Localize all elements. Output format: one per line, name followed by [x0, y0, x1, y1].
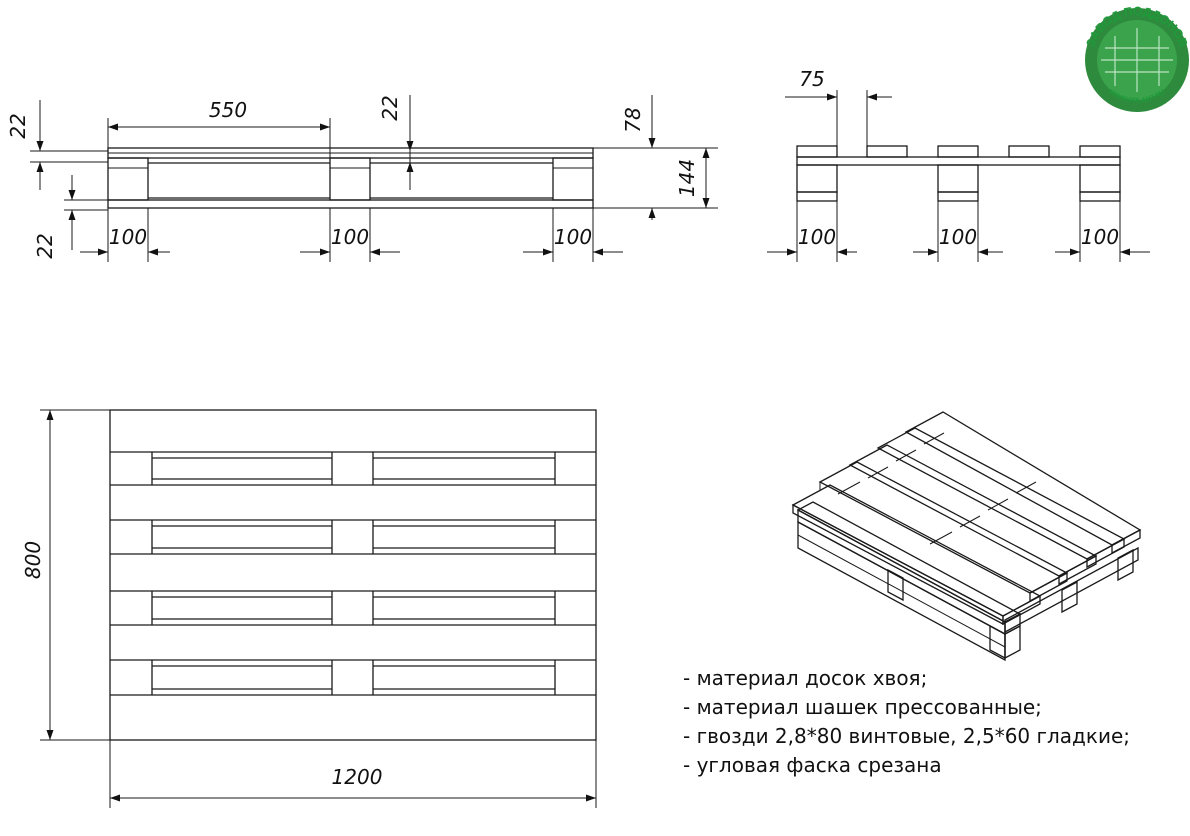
- side-view: 22 22 550 22 78 144 100 100 100: [6, 95, 718, 262]
- dim-block-height: 78: [621, 107, 645, 132]
- dim-end-block-mid: 100: [939, 225, 977, 249]
- dim-end-block-left: 100: [798, 225, 836, 249]
- top-view: 800 1200: [21, 409, 597, 808]
- side-block-left: [107, 157, 149, 201]
- dim-top-board: 22: [6, 113, 30, 138]
- iso-deck-boards: [791, 411, 1142, 626]
- dim-end-block-right: 100: [1081, 225, 1119, 249]
- stringer-row-4: [151, 660, 556, 695]
- dim-total-height: 144: [675, 159, 699, 197]
- end-block-mid: [937, 164, 979, 193]
- note-chamfer: - угловая фаска срезана: [683, 753, 942, 777]
- isometric-view: [791, 411, 1142, 662]
- side-block-right: [552, 157, 594, 201]
- dim-top-gap: 75: [799, 67, 824, 91]
- end-view: 75 100 100 100: [767, 67, 1150, 262]
- stringer-row-3: [151, 591, 556, 625]
- dim-block-width-left: 100: [109, 225, 147, 249]
- note-block-material: - материал шашек прессованные;: [683, 695, 1042, 719]
- side-block-mid: [329, 157, 371, 201]
- dim-block-width-mid: 100: [331, 225, 369, 249]
- stringer-row-2: [151, 520, 556, 554]
- end-block-right: [1079, 164, 1121, 193]
- logo: ЗАВОД ПОДДОНОВ WWW.PPLANT.RU: [1083, 4, 1190, 112]
- dim-width: 800: [21, 541, 45, 579]
- dim-length: 1200: [332, 765, 383, 789]
- dim-bottom-board: 22: [33, 233, 57, 258]
- note-nails: - гвозди 2,8*80 винтовые, 2,5*60 гладкие…: [683, 724, 1130, 748]
- dim-block-spacing: 550: [209, 98, 247, 122]
- dim-block-width-right: 100: [554, 225, 592, 249]
- spec-notes: - материал досок хвоя; - материал шашек …: [683, 664, 1130, 780]
- stringer-row-1: [151, 452, 556, 485]
- end-block-left: [796, 164, 838, 193]
- dim-center-board: 22: [378, 95, 402, 120]
- note-board-material: - материал досок хвоя;: [683, 666, 928, 690]
